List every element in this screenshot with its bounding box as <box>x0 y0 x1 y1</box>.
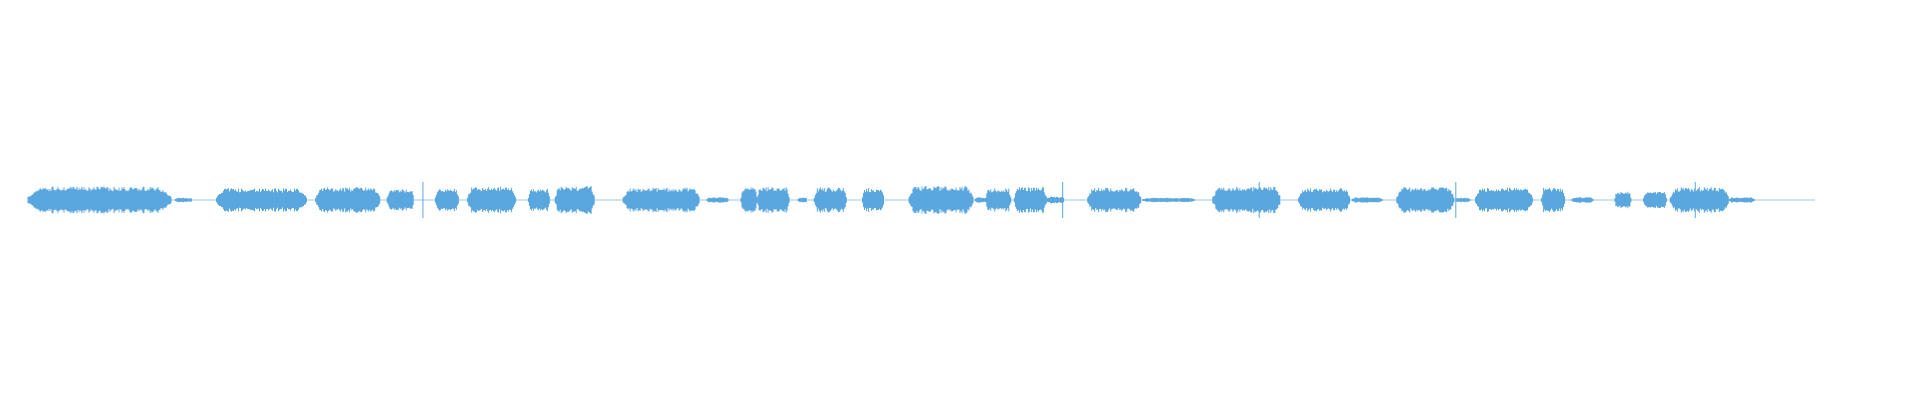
waveform-segment <box>1541 187 1566 213</box>
waveform-segment-path <box>908 186 974 214</box>
waveform-segment <box>467 186 517 214</box>
waveform-segment-path <box>1087 187 1142 213</box>
waveform-segment <box>1087 187 1142 213</box>
waveform-segment-path <box>1046 196 1065 204</box>
waveform-segment-path <box>527 188 550 212</box>
waveform-segment-path <box>706 197 729 203</box>
waveform-segment-path <box>434 188 459 212</box>
waveform-segment <box>706 197 729 203</box>
waveform-segment-path <box>1642 191 1667 209</box>
waveform-segment <box>1013 187 1047 213</box>
waveform-segment <box>386 189 414 211</box>
waveform-segment <box>908 186 974 214</box>
waveform-segment-path <box>554 186 595 214</box>
waveform-segment <box>1455 197 1471 203</box>
waveform-segment <box>985 188 1012 212</box>
waveform-segment-path <box>1298 188 1351 212</box>
waveform-segment-path <box>27 186 172 214</box>
waveform-segment-path <box>1614 191 1632 209</box>
waveform-segment-path <box>797 197 807 203</box>
waveform-segment <box>813 187 847 213</box>
waveform-segment <box>1142 197 1195 203</box>
waveform-segment <box>756 187 790 213</box>
waveform-segment <box>1614 191 1632 209</box>
waveform-segment-path <box>813 187 847 213</box>
waveform-segment <box>862 188 884 212</box>
waveform-segment <box>527 188 550 212</box>
waveform-segment-path <box>756 187 790 213</box>
waveform-segment-path <box>1669 187 1729 213</box>
waveform-segment-path <box>467 186 517 214</box>
waveform-segment-path <box>174 197 192 203</box>
waveform-segment <box>434 188 459 212</box>
waveform-segment <box>1728 197 1755 203</box>
waveform-segment-path <box>985 188 1012 212</box>
waveform-segment-path <box>216 188 307 212</box>
waveform-segment <box>1351 197 1383 203</box>
waveform-segment-path <box>1351 197 1383 203</box>
waveform-segment-path <box>1212 186 1281 214</box>
waveform-segment <box>622 187 700 213</box>
waveform-segment-path <box>1475 187 1533 213</box>
waveform-segment-path <box>740 187 758 213</box>
waveform-segment-path <box>1541 187 1566 213</box>
waveform-segment <box>1475 187 1533 213</box>
waveform-segment <box>1669 187 1729 213</box>
waveform-segment <box>27 186 172 214</box>
waveform-segment <box>174 197 192 203</box>
waveform-segment <box>216 188 307 212</box>
waveform-segment-path <box>1142 197 1195 203</box>
waveform-segment-path <box>386 189 414 211</box>
waveform-segment <box>1642 191 1667 209</box>
waveform-segment-path <box>622 187 700 213</box>
waveform-segment <box>315 187 381 213</box>
waveform-segment <box>1212 186 1281 214</box>
waveform-segment-path <box>1455 197 1471 203</box>
waveform-segment <box>1571 197 1594 203</box>
waveform-segment <box>1298 188 1351 212</box>
waveform-segment <box>554 186 595 214</box>
waveform-segment <box>740 187 758 213</box>
waveform-segment-path <box>315 187 381 213</box>
waveform-segment-path <box>862 188 884 212</box>
waveform-segment-path <box>1728 197 1755 203</box>
waveform-segment <box>1396 187 1455 213</box>
waveform-segment-path <box>1013 187 1047 213</box>
waveform-segment-path <box>1396 187 1455 213</box>
waveform-segment <box>797 197 807 203</box>
waveform-segment-path <box>1571 197 1594 203</box>
waveform-segment <box>1046 196 1065 204</box>
